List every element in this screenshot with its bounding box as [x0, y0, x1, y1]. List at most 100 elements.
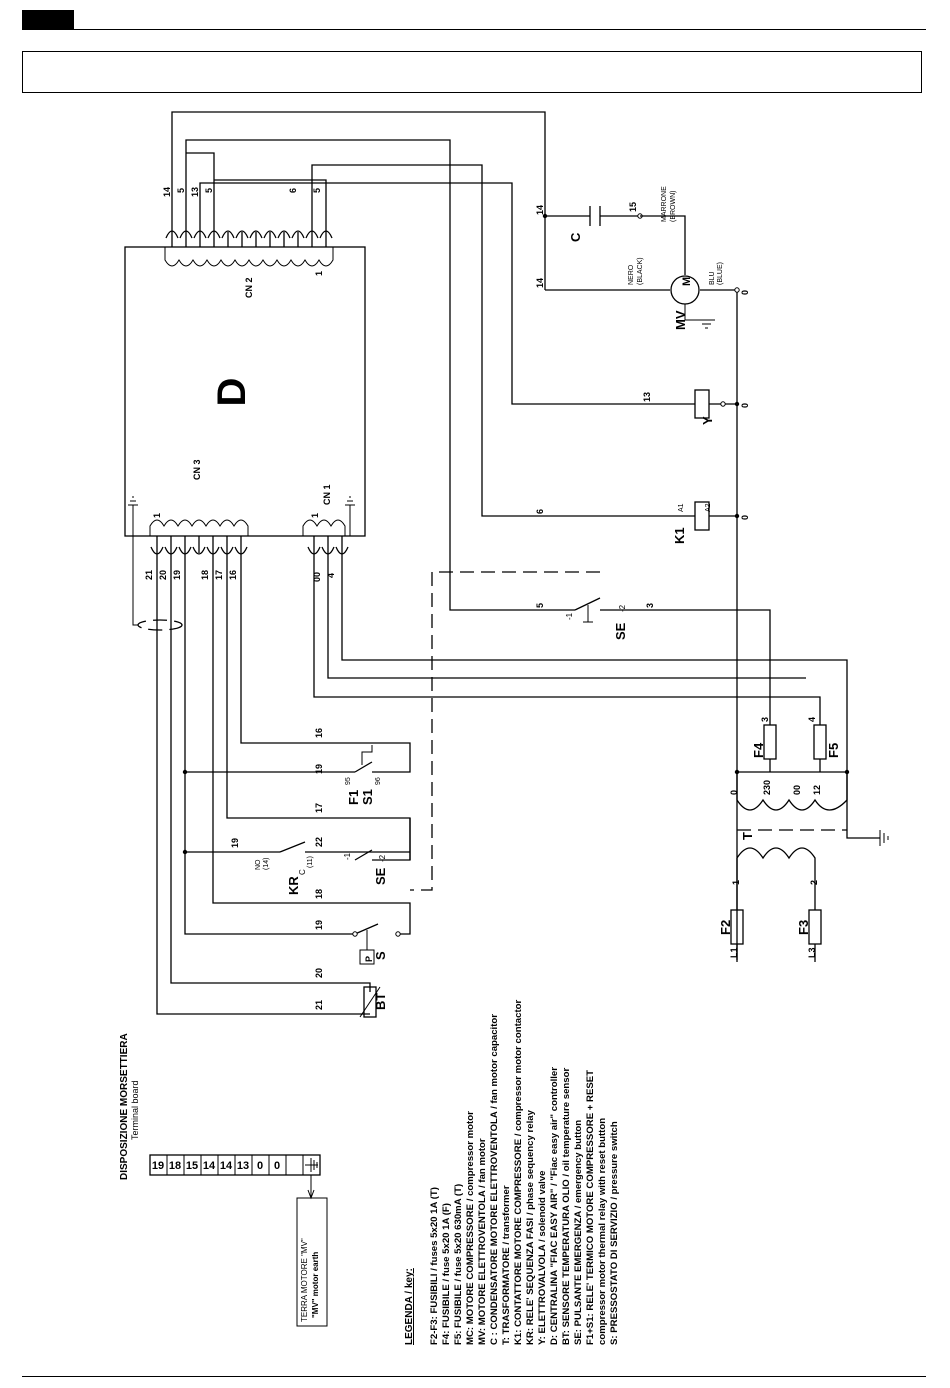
svg-text:NERO: NERO — [628, 264, 635, 285]
connector-cn3: CN 3 1 — [149, 459, 249, 555]
svg-text:Terminal board: Terminal board — [130, 1080, 140, 1140]
legend-item: F5: FUSIBILE / fuse 5x20 630mA (T) — [453, 1184, 464, 1345]
fuse-f2: F2 L1 1 — [718, 875, 744, 962]
wire-19 — [184, 553, 355, 935]
svg-text:16: 16 — [314, 728, 324, 738]
emergency-mechanical-link — [410, 571, 600, 891]
fuse-f4: F4 3 — [751, 717, 777, 772]
header-bar — [22, 10, 926, 30]
svg-text:95: 95 — [345, 777, 352, 785]
wire-00-to-f5 — [313, 553, 821, 725]
legend-item: K1: CONTATTORE MOTORE COMPRESSORE / comp… — [513, 999, 524, 1345]
svg-text:F4: F4 — [751, 742, 766, 758]
terminal-board: DISPOSIZIONE MORSETTIERA Terminal board … — [119, 1033, 328, 1327]
fuse-f5: F5 4 — [807, 717, 841, 772]
svg-text:5: 5 — [204, 188, 214, 193]
capacitor-c: C 14 15 — [535, 202, 643, 242]
svg-text:5: 5 — [312, 188, 322, 193]
svg-text:(BLACK): (BLACK) — [637, 257, 644, 285]
svg-text:19: 19 — [172, 570, 182, 580]
svg-text:BLU: BLU — [709, 271, 716, 285]
svg-text:0: 0 — [740, 515, 750, 520]
svg-text:15: 15 — [628, 202, 638, 212]
svg-text:-2: -2 — [378, 854, 387, 862]
legend-item: MC: MOTORE COMPRESSORE / compressor moto… — [465, 1111, 476, 1345]
wire-15-to-mv — [640, 215, 686, 275]
footer-rule — [22, 1376, 926, 1377]
terminal-cell-7: 0 — [274, 1160, 280, 1172]
svg-text:-2: -2 — [618, 604, 627, 612]
svg-text:13: 13 — [190, 187, 200, 197]
wire-4-branch — [327, 553, 806, 679]
terminal-earth-icon — [305, 1158, 318, 1172]
title-box — [22, 51, 922, 93]
svg-text:DISPOSIZIONE MORSETTIERA: DISPOSIZIONE MORSETTIERA — [119, 1033, 130, 1180]
wire-14-to-c — [171, 111, 546, 232]
svg-text:F1: F1 — [346, 790, 361, 805]
svg-text:C: C — [568, 232, 583, 242]
svg-text:18: 18 — [314, 889, 324, 899]
svg-text:5: 5 — [176, 188, 186, 193]
svg-text:TERRA MOTORE "MV": TERRA MOTORE "MV" — [300, 1238, 309, 1322]
wire-5-link — [214, 179, 327, 232]
svg-text:22: 22 — [314, 837, 324, 847]
svg-text:S1: S1 — [360, 789, 375, 805]
row-wire-labels: 16 19 17 22 19 18 19 20 21 — [230, 728, 324, 1010]
svg-text:Y: Y — [700, 416, 715, 425]
svg-text:NO: NO — [255, 859, 262, 870]
svg-text:14: 14 — [535, 205, 545, 215]
wire-18 — [212, 553, 411, 935]
wire-21 — [156, 553, 370, 1015]
svg-text:19: 19 — [314, 764, 324, 774]
terminal-cell-2: 15 — [186, 1160, 198, 1172]
svg-text:0: 0 — [740, 290, 750, 295]
svg-text:(11): (11) — [307, 856, 314, 868]
wire-13-to-y — [199, 182, 695, 405]
cn1-label: CN 1 — [322, 484, 332, 505]
svg-text:00: 00 — [792, 785, 802, 795]
svg-text:MARRONE: MARRONE — [661, 186, 668, 222]
controller-board-d — [124, 246, 366, 537]
svg-text:KR: KR — [286, 876, 301, 895]
svg-text:1: 1 — [731, 880, 741, 885]
svg-text:0: 0 — [740, 403, 750, 408]
svg-text:A2: A2 — [705, 503, 712, 512]
svg-text:6: 6 — [288, 188, 298, 193]
svg-text:P: P — [364, 956, 374, 962]
svg-text:K1: K1 — [672, 527, 687, 544]
svg-text:19: 19 — [230, 838, 240, 848]
terminal-cell-1: 18 — [169, 1160, 181, 1172]
fuse-f3: F3 L3 2 — [796, 875, 822, 962]
fan-motor-mv: M MV 14 0 NERO (BLACK) MARRONE (BROWN) B… — [535, 186, 750, 330]
svg-text:F5: F5 — [826, 743, 841, 758]
svg-text:SE: SE — [613, 622, 628, 640]
svg-text:-1: -1 — [343, 852, 352, 860]
header-rule — [74, 29, 926, 30]
svg-text:MV: MV — [673, 310, 688, 330]
cn2-label: CN 2 — [244, 277, 254, 298]
emergency-button-se: -1 SE -2 5 3 — [535, 597, 771, 725]
contactor-k1: A1 A2 K1 6 0 — [535, 501, 750, 544]
svg-text:18: 18 — [200, 570, 210, 580]
svg-text:21: 21 — [144, 570, 154, 580]
cn1-wire-00: 00 — [312, 572, 322, 582]
svg-text:C: C — [298, 869, 307, 875]
svg-text:20: 20 — [314, 968, 324, 978]
board-label: D — [210, 378, 254, 407]
cn1-wire-4: 4 — [326, 573, 336, 578]
svg-text:F3: F3 — [796, 920, 811, 935]
board-earth-icon-right — [345, 496, 355, 536]
svg-text:6: 6 — [535, 509, 545, 514]
connector-cn1: CN 1 1 — [302, 484, 349, 555]
wire-16 — [240, 553, 411, 773]
svg-text:SE: SE — [373, 867, 388, 885]
svg-text:17: 17 — [214, 570, 224, 580]
connector-cn2: CN 2 1 — [164, 230, 334, 298]
svg-text:19: 19 — [314, 920, 324, 930]
svg-text:L1: L1 — [729, 947, 739, 958]
svg-text:16: 16 — [228, 570, 238, 580]
svg-text:5: 5 — [535, 603, 545, 608]
svg-text:F2: F2 — [718, 920, 733, 935]
legend-item: SE: PULSANTE EMERGENZA / emergency butto… — [573, 1120, 584, 1345]
svg-text:S: S — [373, 951, 388, 960]
